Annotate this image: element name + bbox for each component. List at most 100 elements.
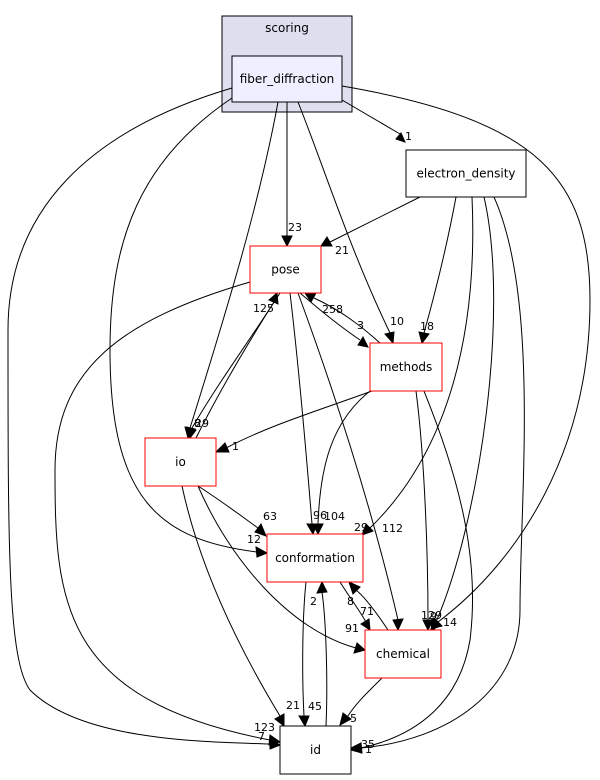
edge-label-layer: 1231081214721182912935325829125961121231…	[194, 130, 457, 756]
node-label: fiber_diffraction	[240, 72, 335, 86]
edge-fd-ed	[341, 99, 401, 135]
edge-chem-id	[347, 677, 383, 717]
edge-arrowhead	[255, 546, 269, 558]
edge-pose-chem	[297, 292, 399, 621]
edge-pose-conf	[289, 292, 313, 525]
node-box[interactable]	[144, 437, 217, 487]
edge-arrowhead	[312, 523, 324, 536]
edge-label-pose-id[interactable]: 123	[254, 721, 275, 734]
edge-pose-id	[54, 281, 271, 741]
edge-label-id-conf[interactable]: 2	[310, 595, 317, 608]
edge-arrowhead	[274, 713, 285, 728]
edge-label-meth-io[interactable]: 1	[232, 440, 239, 453]
node-box[interactable]	[369, 342, 443, 392]
edge-arrowhead	[422, 619, 434, 632]
edge-label-fd-chem[interactable]: 14	[443, 616, 457, 629]
node-conformation[interactable]: conformation	[266, 533, 364, 583]
node-io[interactable]: io	[144, 437, 217, 487]
node-label: pose	[271, 263, 300, 277]
edge-meth-conf	[317, 387, 375, 525]
edge-chem-conf	[355, 589, 389, 631]
edge-ed-chem	[435, 196, 495, 623]
edge-arrowhead	[268, 734, 282, 746]
edge-label-ed-id[interactable]: 35	[361, 738, 375, 751]
edge-label-pose-meth[interactable]: 3	[357, 319, 364, 332]
node-fiber-diffraction[interactable]: fiber_diffraction	[231, 55, 343, 103]
edge-arrowhead	[348, 581, 361, 595]
edge-label-fd-conf[interactable]: 12	[247, 533, 261, 546]
node-id[interactable]: id	[279, 725, 352, 775]
edge-label-chem-id[interactable]: 5	[350, 712, 357, 725]
edge-label-chem-conf[interactable]: 8	[347, 595, 354, 608]
edge-arrowhead	[339, 712, 352, 726]
edge-label-ed-conf[interactable]: 29	[354, 521, 368, 534]
edge-arrowhead	[281, 235, 293, 248]
edge-fd-id	[7, 87, 271, 745]
node-box[interactable]	[231, 55, 343, 103]
node-label: conformation	[275, 551, 355, 565]
edge-arrowhead	[384, 331, 395, 345]
edge-label-fd-id[interactable]: 7	[258, 730, 265, 743]
edge-label-io-id[interactable]: 21	[286, 699, 300, 712]
edge-arrowhead	[360, 618, 371, 631]
edge-label-io-conf[interactable]: 63	[263, 510, 277, 523]
edge-label-meth-conf[interactable]: 104	[324, 510, 345, 523]
edge-fd-chem	[341, 85, 591, 623]
edge-label-fd-pose[interactable]: 23	[288, 221, 302, 234]
node-label: chemical	[376, 647, 430, 661]
edge-label-pose-io[interactable]: 29	[195, 417, 209, 430]
node-box[interactable]	[249, 245, 322, 294]
edge-arrowhead	[320, 236, 333, 247]
edge-arrowhead	[430, 619, 441, 633]
node-label: electron_density	[416, 167, 515, 181]
edge-conf-chem	[339, 581, 367, 623]
edge-label-ed-meth[interactable]: 18	[420, 320, 434, 333]
edge-arrowhead	[268, 291, 279, 305]
node-label: io	[175, 455, 186, 469]
edge-label-io-pose[interactable]: 125	[253, 302, 274, 315]
edge-label-meth-id[interactable]: 1	[365, 743, 372, 756]
node-electron-density[interactable]: electron_density	[405, 149, 527, 198]
edge-fd-meth	[297, 101, 391, 334]
edge-arrowhead	[392, 618, 404, 632]
edge-arrowhead	[298, 715, 310, 728]
edge-arrowhead	[304, 292, 317, 303]
edge-ed-meth	[423, 196, 457, 334]
edge-label-meth-chem[interactable]: 9	[430, 610, 437, 623]
edge-arrowhead	[316, 580, 328, 594]
edge-label-pose-chem[interactable]: 112	[382, 522, 403, 535]
edge-label-conf-id[interactable]: 45	[308, 700, 322, 713]
edge-io-conf	[197, 485, 259, 529]
node-methods[interactable]: methods	[369, 342, 443, 392]
edge-arrowhead	[254, 523, 267, 537]
edge-label-fd-io[interactable]: 8	[194, 417, 201, 430]
edge-label-fd-ed[interactable]: 1	[405, 130, 412, 143]
node-box[interactable]	[279, 725, 352, 775]
edge-label-fd-meth[interactable]: 10	[390, 315, 404, 328]
edge-arrowhead	[214, 442, 230, 453]
edge-ed-id	[360, 196, 525, 749]
edge-label-ed-pose[interactable]: 21	[335, 244, 349, 257]
edge-label-io-chem[interactable]: 91	[345, 622, 359, 635]
edge-label-pose-conf[interactable]: 96	[313, 509, 327, 522]
edge-arrowhead	[361, 523, 374, 536]
edge-arrowhead	[349, 742, 363, 754]
edge-fd-conf	[109, 97, 258, 553]
edge-label-conf-chem[interactable]: 71	[360, 605, 374, 618]
node-chemical[interactable]: chemical	[364, 629, 442, 679]
edge-arrowhead	[418, 331, 430, 345]
node-label: id	[310, 743, 321, 757]
edge-arrowhead	[186, 426, 197, 440]
edge-meth-id	[360, 390, 474, 749]
edge-meth-io	[225, 390, 373, 449]
edge-ed-conf	[369, 196, 474, 529]
edge-io-pose	[195, 301, 275, 439]
edge-meth-chem	[415, 390, 429, 621]
edge-label-ed-chem[interactable]: 129	[421, 609, 442, 622]
edge-label-meth-pose[interactable]: 258	[322, 303, 343, 316]
node-pose[interactable]: pose	[249, 245, 322, 294]
node-box[interactable]	[405, 149, 527, 198]
node-box[interactable]	[364, 629, 442, 679]
node-label: methods	[380, 360, 433, 374]
node-box[interactable]	[266, 533, 364, 583]
